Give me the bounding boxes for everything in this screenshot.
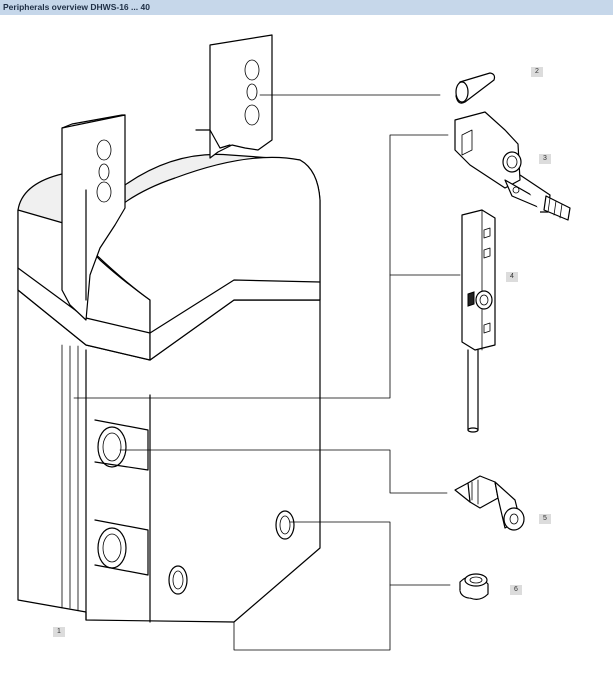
callout-label-5: 5 — [539, 514, 551, 524]
proximity-sensor-connector — [454, 111, 571, 221]
callout-label-2: 2 — [531, 67, 543, 77]
callout-label-6: 6 — [510, 585, 522, 595]
centering-pin — [455, 72, 496, 104]
slot-sensor-cable — [461, 209, 496, 433]
header-bar: Peripherals overview DHWS-16 ... 40 — [0, 0, 613, 15]
leader-lines — [73, 94, 461, 651]
gripper-body — [17, 34, 321, 623]
page-title: Peripherals overview DHWS-16 ... 40 — [3, 2, 150, 12]
blanking-plug — [459, 573, 489, 600]
callout-label-3: 3 — [539, 154, 551, 164]
push-in-fitting — [454, 475, 525, 531]
gripper-exploded-drawing — [17, 34, 571, 651]
callout-label-1: 1 — [53, 627, 65, 637]
callout-label-4: 4 — [506, 272, 518, 282]
